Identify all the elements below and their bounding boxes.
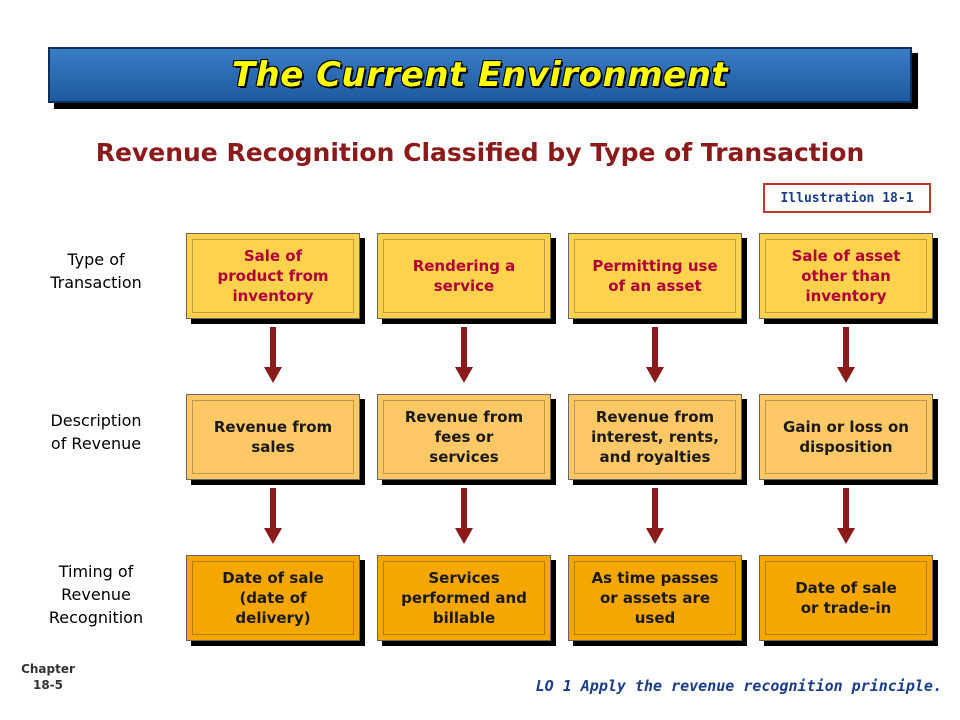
box-timing-2: Services performed and billable [377,555,551,641]
box-text: Sale of asset other than inventory [791,247,901,305]
slide-subtitle: Revenue Recognition Classified by Type o… [95,138,865,167]
box-text: Sale of product from inventory [217,247,329,305]
slide-title: The Current Environment [231,55,729,95]
box-description-3: Revenue from interest, rents, and royalt… [568,394,742,480]
box-text: Date of sale (date of delivery) [222,569,324,627]
down-arrow-icon [646,327,664,383]
title-banner: The Current Environment [48,47,912,103]
box-text: Revenue from interest, rents, and royalt… [591,408,719,466]
box-description-1: Revenue from sales [186,394,360,480]
box-type-1: Sale of product from inventory [186,233,360,319]
box-description-2: Revenue from fees or services [377,394,551,480]
down-arrow-icon [455,327,473,383]
row-label-timing: Timing of Revenue Recognition [48,562,144,627]
box-timing-4: Date of sale or trade-in [759,555,933,641]
box-text: Gain or loss on disposition [783,418,909,456]
box-type-3: Permitting use of an asset [568,233,742,319]
down-arrow-icon [264,327,282,383]
down-arrow-icon [837,327,855,383]
learning-objective: LO 1 Apply the revenue recognition princ… [535,677,942,695]
box-description-4: Gain or loss on disposition [759,394,933,480]
box-type-4: Sale of asset other than inventory [759,233,933,319]
box-text: Services performed and billable [401,569,527,627]
down-arrow-icon [646,488,664,544]
down-arrow-icon [837,488,855,544]
row-label-type: Type of Transaction [50,250,142,292]
box-text: Rendering a service [412,257,516,295]
row-label-description: Description of Revenue [50,411,142,453]
chapter-label: Chapter 18-5 [21,662,75,692]
illustration-label: Illustration 18-1 [763,183,931,213]
down-arrow-icon [264,488,282,544]
box-text: As time passes or assets are used [591,569,719,627]
box-timing-3: As time passes or assets are used [568,555,742,641]
box-text: Revenue from fees or services [404,408,524,466]
down-arrow-icon [455,488,473,544]
box-text: Revenue from sales [213,418,333,456]
box-timing-1: Date of sale (date of delivery) [186,555,360,641]
box-text: Permitting use of an asset [592,257,718,295]
box-text: Date of sale or trade-in [795,579,897,617]
box-type-2: Rendering a service [377,233,551,319]
